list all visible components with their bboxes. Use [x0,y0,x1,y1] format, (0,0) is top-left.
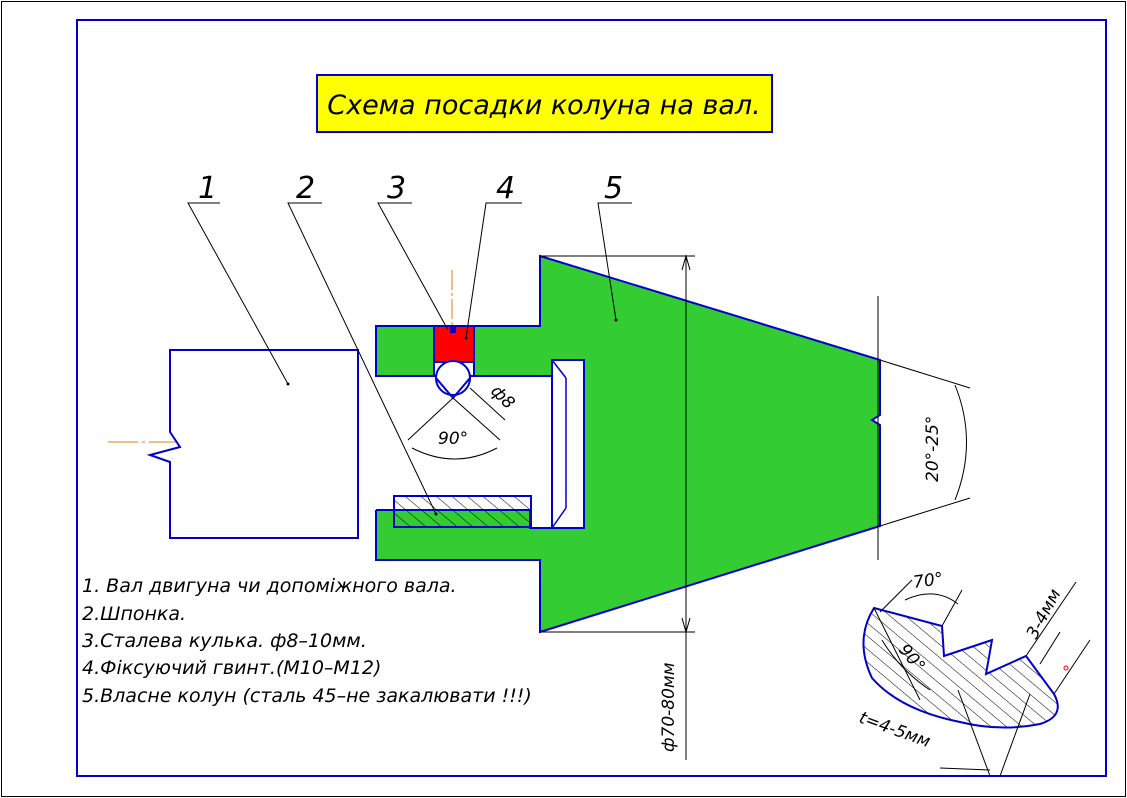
part-number-4: 4 [496,171,515,206]
legend-item-2: 2.Шпонка. [82,603,186,625]
wedge-diameter-dimension [540,254,695,760]
legend: 1. Вал двигуна чи допоміжного вала. 2.Шп… [82,575,532,707]
drawing-frame [76,19,1107,777]
wedge-diameter-label: ф70-80мм [659,662,679,752]
shaft [146,349,359,539]
part-number-1: 1 [198,171,217,206]
wedge-angle-dimension [877,296,971,560]
legend-item-4: 4.Фіксуючий гвинт.(М10–М12) [82,657,381,679]
title-box: Схема посадки колуна на вал. [316,74,773,133]
thread-pitch-label: t=4-5мм [856,708,933,752]
cone-angle-label: 90° [438,429,468,449]
legend-item-1: 1. Вал двигуна чи допоміжного вала. [82,575,457,597]
key [393,495,532,528]
part-number-5: 5 [604,171,623,206]
thread-dimensions [873,579,1091,777]
bore [358,376,552,510]
end-slot [551,359,585,529]
title-text: Схема посадки колуна на вал. [327,90,761,121]
part-number-3: 3 [387,171,406,206]
wedge-angle-label: 20°-25° [923,416,943,482]
leader-lines [187,202,632,515]
thread-detail [862,606,1059,729]
legend-item-5: 5.Власне колун (сталь 45–не закалювати !… [82,685,532,707]
steel-ball [435,360,471,396]
thread-angle-label: 70° [912,569,945,593]
part-number-2: 2 [296,171,315,206]
collar [375,325,435,377]
legend-item-3: 3.Сталева кулька. ф8–10мм. [82,630,367,652]
